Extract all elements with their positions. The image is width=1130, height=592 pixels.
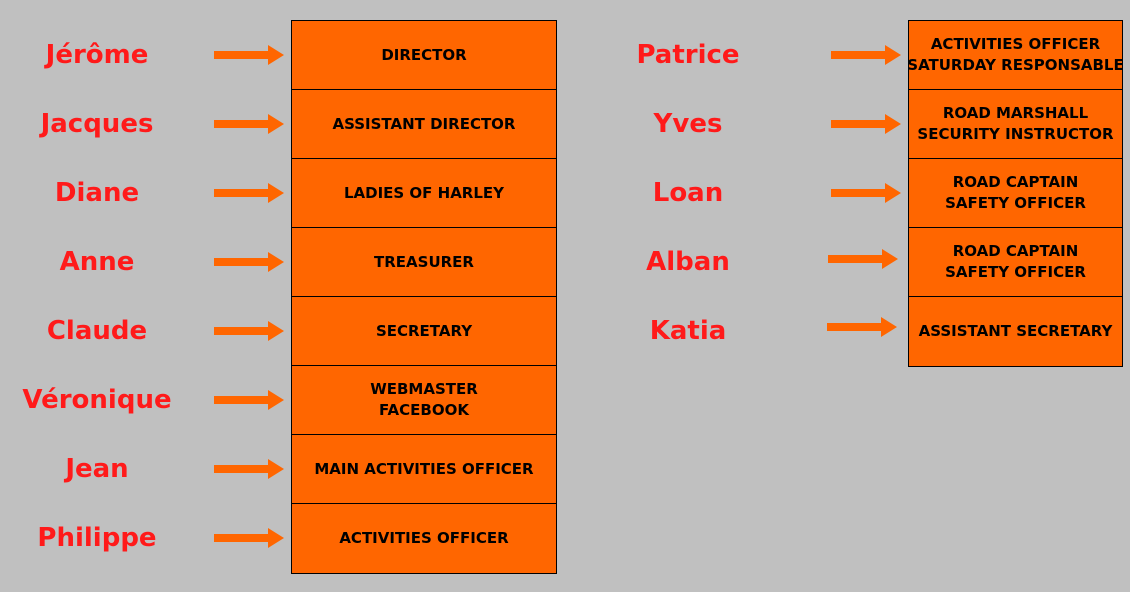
right-arrow-icon — [214, 390, 284, 410]
role-box: ACTIVITIES OFFICER — [292, 504, 556, 573]
member-name: Alban — [646, 247, 730, 277]
member-name: Véronique — [22, 385, 172, 415]
role-label: ASSISTANT SECRETARY — [918, 322, 1113, 340]
right-arrow-icon — [214, 252, 284, 272]
right-arrow-icon — [831, 45, 901, 65]
role-box: ASSISTANT DIRECTOR — [292, 90, 556, 159]
right-arrow-icon — [831, 114, 901, 134]
member-name: Diane — [54, 178, 140, 208]
role-label: TREASURER — [374, 252, 474, 271]
member-name: Yves — [653, 109, 723, 139]
right-arrow-icon — [214, 114, 284, 134]
role-box: ROAD MARSHALL SECURITY INSTRUCTOR — [909, 90, 1122, 159]
role-label: SATURDAY RESPONSABLE — [907, 56, 1124, 74]
right-arrow-icon — [214, 321, 284, 341]
role-box: TREASURER — [292, 228, 556, 297]
right-arrow-icon — [828, 249, 898, 269]
role-label: ROAD CAPTAIN — [952, 242, 1079, 260]
right-role-column: ACTIVITIES OFFICER SATURDAY RESPONSABLE R… — [907, 20, 1124, 367]
member-name: Patrice — [636, 40, 740, 70]
right-arrow-icon — [831, 183, 901, 203]
role-box: ROAD CAPTAIN SAFETY OFFICER — [909, 228, 1122, 297]
right-arrow-icon — [214, 45, 284, 65]
role-label: ASSISTANT DIRECTOR — [332, 114, 516, 133]
member-name: Loan — [652, 178, 724, 208]
role-label: FACEBOOK — [379, 401, 469, 419]
member-name: Jérôme — [45, 40, 149, 70]
role-label: DIRECTOR — [381, 45, 467, 64]
member-name: Katia — [649, 316, 727, 346]
right-arrow-icon — [827, 317, 897, 337]
role-label: ACTIVITIES OFFICER — [339, 529, 509, 547]
role-label: ACTIVITIES OFFICER — [930, 35, 1101, 53]
role-box: DIRECTOR — [292, 21, 556, 90]
left-role-column: DIRECTOR ASSISTANT DIRECTOR LADIES OF HA… — [291, 20, 557, 574]
right-arrow-icon — [214, 459, 284, 479]
role-box: ASSISTANT SECRETARY — [909, 297, 1122, 366]
role-label: ROAD CAPTAIN — [952, 173, 1079, 191]
role-label: WEBMASTER — [370, 380, 478, 398]
role-box: LADIES OF HARLEY — [292, 159, 556, 228]
role-label: ROAD MARSHALL — [942, 104, 1089, 122]
member-name: Philippe — [37, 523, 157, 553]
role-box: ACTIVITIES OFFICER SATURDAY RESPONSABLE — [907, 21, 1124, 90]
role-label: LADIES OF HARLEY — [343, 183, 505, 202]
right-arrow-icon — [214, 183, 284, 203]
right-arrow-icon — [214, 528, 284, 548]
role-box: SECRETARY — [292, 297, 556, 366]
member-name: Jean — [65, 454, 129, 484]
role-label: MAIN ACTIVITIES OFFICER — [314, 459, 534, 478]
role-label: SAFETY OFFICER — [945, 194, 1086, 212]
role-box: MAIN ACTIVITIES OFFICER — [292, 435, 556, 504]
role-label: SAFETY OFFICER — [945, 263, 1086, 281]
member-name: Claude — [46, 316, 148, 346]
role-label: SECURITY INSTRUCTOR — [917, 125, 1114, 143]
member-name: Jacques — [40, 109, 154, 139]
role-label: SECRETARY — [375, 321, 473, 340]
role-box: ROAD CAPTAIN SAFETY OFFICER — [909, 159, 1122, 228]
member-name: Anne — [59, 247, 135, 277]
role-box: WEBMASTER FACEBOOK — [292, 366, 556, 435]
